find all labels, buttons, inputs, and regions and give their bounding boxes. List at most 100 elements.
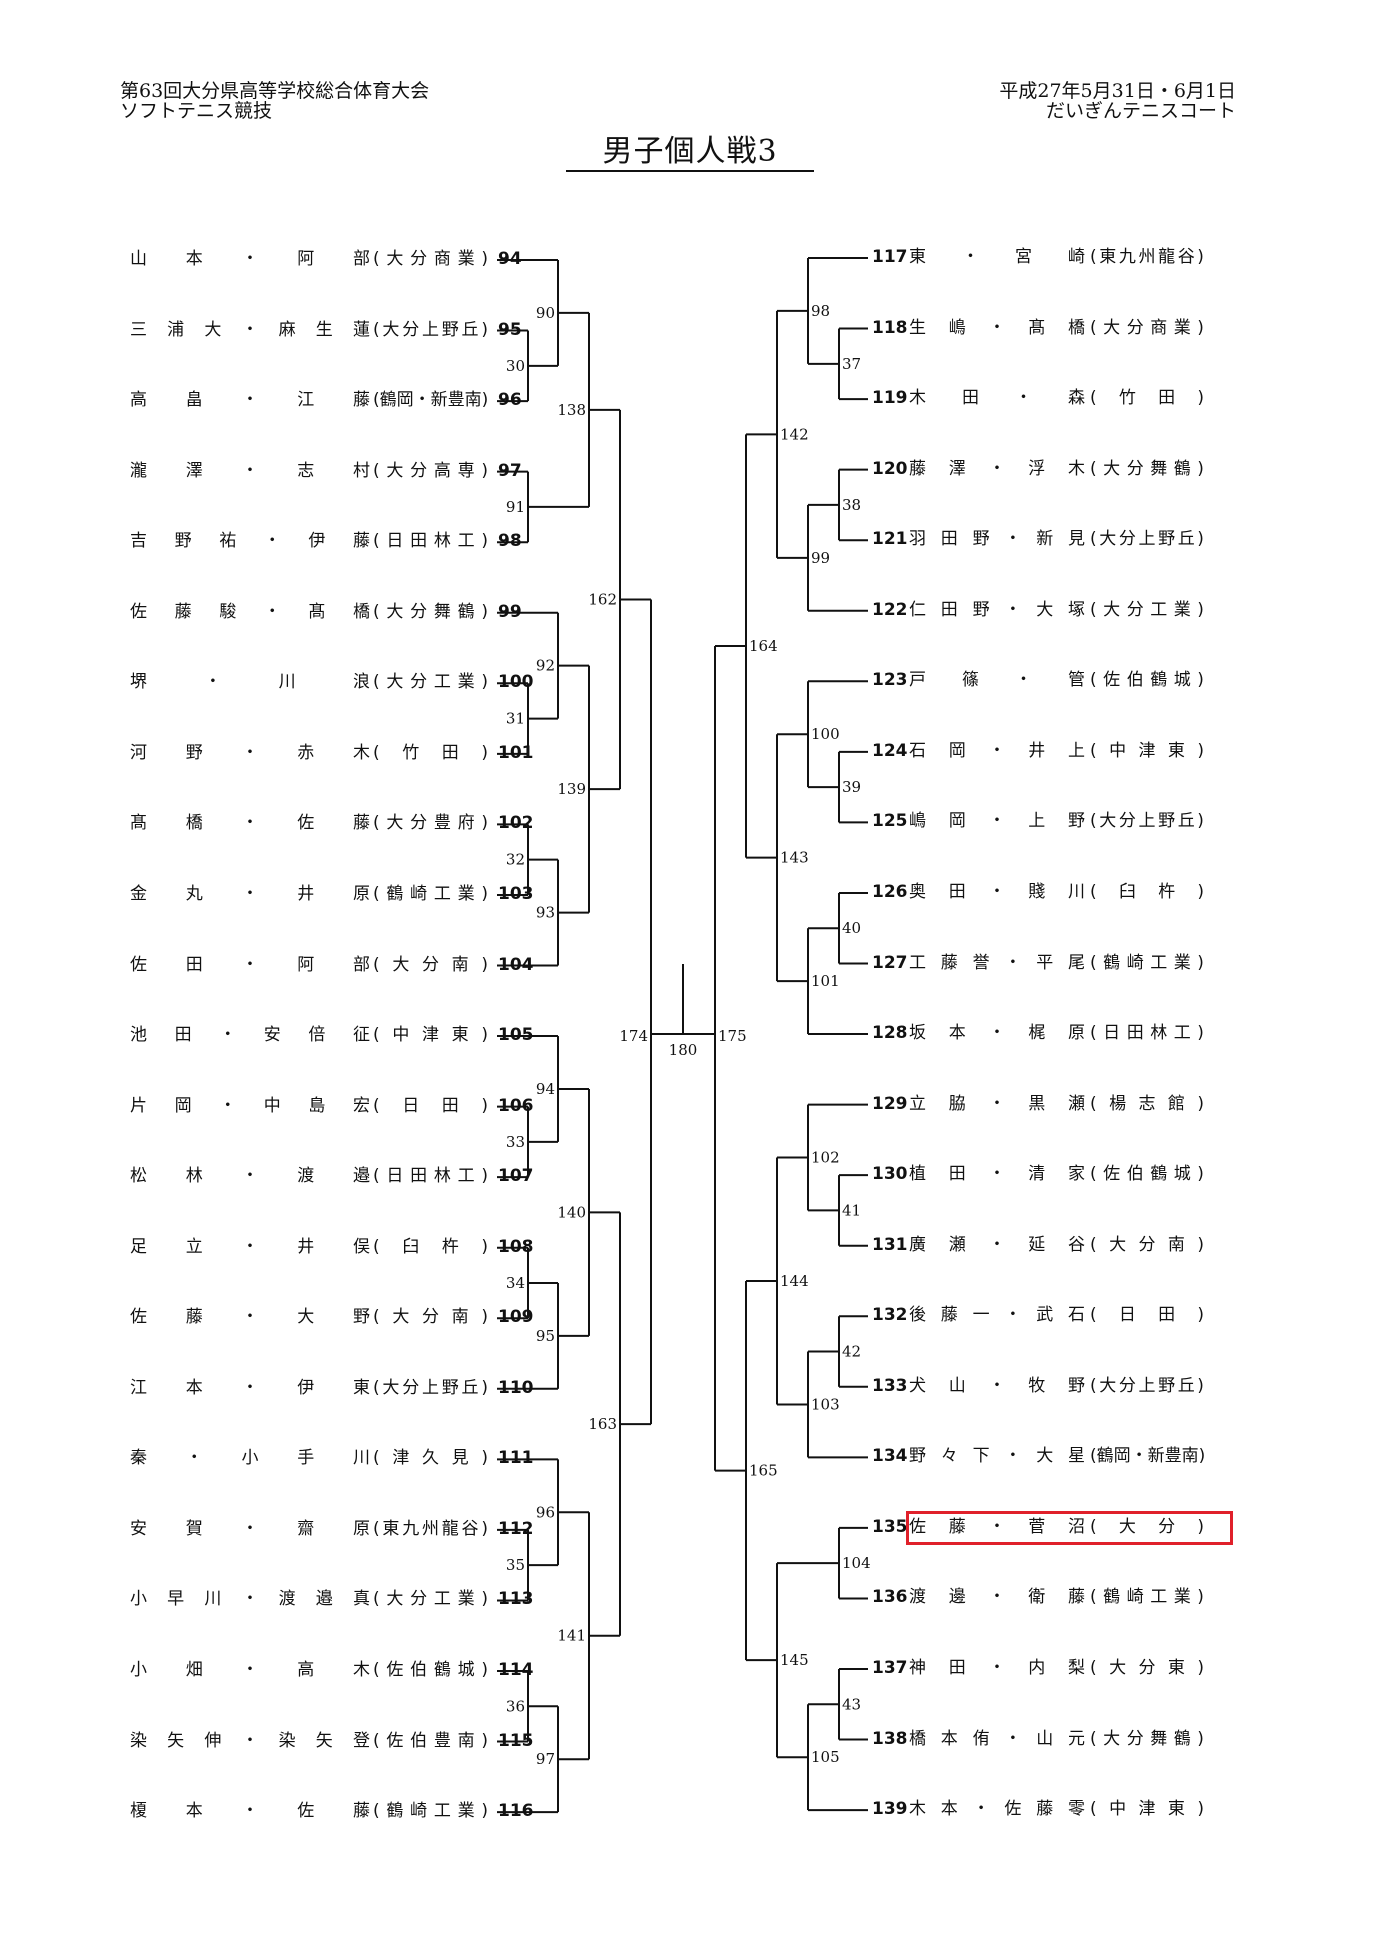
char: ( <box>373 1589 380 1610</box>
char: 邉 <box>315 1589 333 1610</box>
char: 清 <box>1028 1164 1046 1185</box>
char: 大 <box>1118 1516 1136 1537</box>
char: ( <box>1090 247 1097 267</box>
char: 大 <box>386 249 404 269</box>
char: ) <box>1197 599 1204 620</box>
school-name: (日田林工) <box>373 529 488 553</box>
char: 分 <box>402 1377 420 1398</box>
char: 吉 <box>130 531 147 552</box>
char: 々 <box>940 1446 958 1467</box>
char: 神 <box>909 1658 926 1678</box>
char: 田 <box>410 531 428 552</box>
char: 田 <box>410 1166 428 1187</box>
match-number: 37 <box>842 355 861 373</box>
char: 谷 <box>1068 1234 1085 1255</box>
char: 江 <box>130 1377 147 1398</box>
char: 藤 <box>940 1305 958 1326</box>
char: ・ <box>988 1375 1006 1396</box>
char: 蓮 <box>352 319 370 340</box>
school-name: (大分高専) <box>373 459 488 483</box>
player-names: 吉野祐・伊藤 <box>130 529 370 553</box>
char: 原 <box>353 1518 370 1539</box>
char: ( <box>373 319 380 340</box>
char: ( <box>373 1377 380 1398</box>
player-names: 生嶋・髙橋 <box>909 316 1085 340</box>
char: 片 <box>130 1095 147 1116</box>
school-name: (中津東) <box>373 1023 488 1047</box>
char: 野 <box>353 1307 370 1328</box>
char: 野 <box>441 319 459 340</box>
char: ) <box>481 319 488 340</box>
school-name: (大分工業) <box>1090 598 1204 622</box>
player-names: 佐田・阿部 <box>130 953 370 977</box>
char: 本 <box>185 249 203 269</box>
entry-number: 119 <box>872 388 908 409</box>
char: 大 <box>386 460 404 481</box>
char: 田 <box>948 1164 966 1185</box>
char: ) <box>481 1518 488 1539</box>
match-number: 100 <box>811 725 840 743</box>
char: 田 <box>1126 1023 1144 1044</box>
char: 分 <box>1118 529 1136 550</box>
char: 部 <box>353 249 370 269</box>
char: 分 <box>1126 1728 1144 1749</box>
player-names: 堺・川浪 <box>130 670 370 694</box>
char: ・ <box>241 1377 259 1398</box>
player-names: 松林・渡邉 <box>130 1164 370 1188</box>
player-names: 小畑・高木 <box>130 1658 370 1682</box>
char: 工 <box>1150 952 1168 973</box>
char: 三 <box>130 319 147 340</box>
player-names: 山本・阿部 <box>130 247 370 271</box>
char: 東 <box>1167 740 1185 761</box>
char: ) <box>481 1166 488 1187</box>
char: 丘 <box>1177 529 1195 550</box>
event-header: 第63回大分県高等学校総合体育大会 ソフトテニス競技 <box>120 81 429 121</box>
player-names: 嶋岡・上野 <box>909 809 1085 833</box>
player-names: 渡邊・衛藤 <box>909 1585 1085 1609</box>
char: 大 <box>297 1307 315 1328</box>
char: 原 <box>1068 1023 1085 1044</box>
char: 分 <box>410 813 428 834</box>
char: 林 <box>433 1166 451 1187</box>
char: 山 <box>948 1375 966 1396</box>
char: 藤 <box>174 601 192 622</box>
char: 工 <box>433 1801 451 1822</box>
char: 野 <box>174 531 192 552</box>
char: 植 <box>909 1164 926 1185</box>
player-names: 坂本・梶原 <box>909 1021 1085 1045</box>
char: 野 <box>1158 529 1176 550</box>
char: 倍 <box>308 1025 326 1046</box>
char: ・ <box>263 531 281 552</box>
char: 渡 <box>297 1166 315 1187</box>
page-title: 男子個人戦3 <box>566 134 814 172</box>
char: 丸 <box>185 883 203 904</box>
char: 藤 <box>1036 1799 1054 1820</box>
char: 竹 <box>1118 388 1136 409</box>
char: 小 <box>130 1589 147 1610</box>
char: 大 <box>1099 1375 1117 1396</box>
school-name: (鶴岡・新豊南) <box>1090 1444 1205 1468</box>
school-name: (東九州龍谷) <box>373 1517 488 1541</box>
char: ( <box>1090 1375 1097 1396</box>
char: 羽 <box>909 529 926 550</box>
char: 丘 <box>1177 1375 1195 1396</box>
char: 鶴 <box>1173 1728 1191 1749</box>
player-names: 三浦大・麻生蓮 <box>130 318 370 342</box>
char: 専 <box>457 460 475 481</box>
char: 野 <box>441 1377 459 1398</box>
char: 谷 <box>461 1518 479 1539</box>
char: 野 <box>1158 811 1176 832</box>
char: 工 <box>457 1166 475 1187</box>
char: ( <box>1090 1164 1097 1185</box>
char: 奥 <box>909 881 926 902</box>
char: 津 <box>392 1448 410 1469</box>
char: 舞 <box>1150 1728 1168 1749</box>
char: 工 <box>1173 1023 1191 1044</box>
char: 渡 <box>909 1587 926 1608</box>
player-names: 奥田・賤川 <box>909 880 1085 904</box>
char: ・ <box>1130 1446 1148 1467</box>
char: 佐 <box>130 954 147 975</box>
char: 沼 <box>1068 1516 1085 1537</box>
char: 侑 <box>972 1728 990 1749</box>
char: 零 <box>1067 1799 1085 1820</box>
